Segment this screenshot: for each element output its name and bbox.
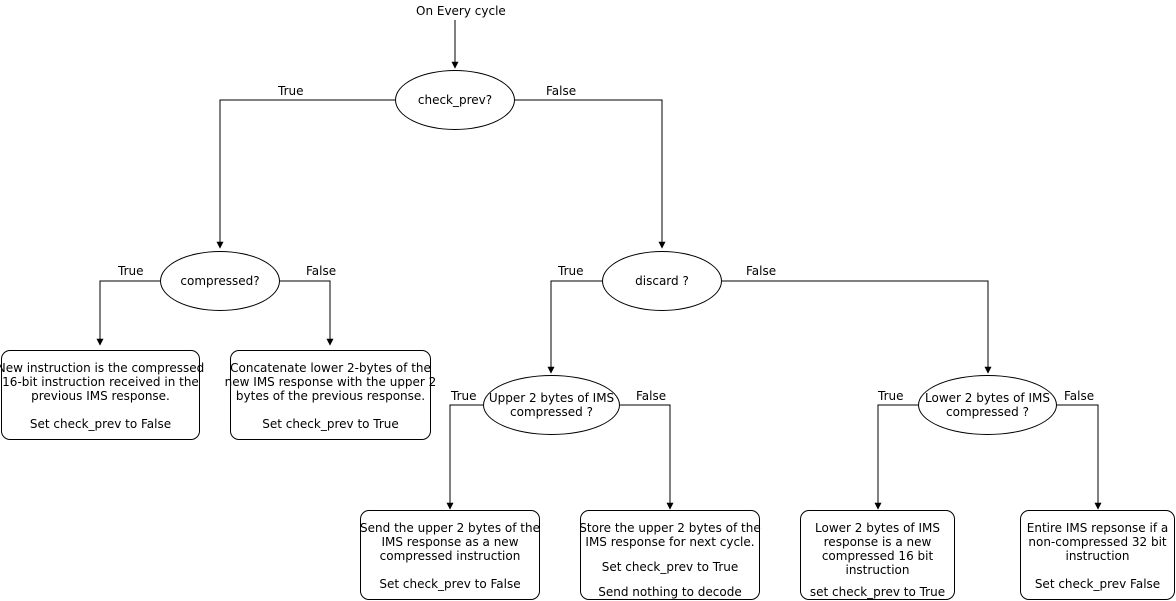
edge-compressed-true <box>96 280 160 346</box>
start-label: On Every cycle <box>416 4 506 18</box>
action-send-upper: Send the upper 2 bytes of the IMS respon… <box>360 510 540 600</box>
edge-discard-true <box>547 280 602 374</box>
action-lower-new: Lower 2 bytes of IMS response is a new c… <box>800 510 955 600</box>
action-entire-line-1: Entire IMS repsonse if a <box>1026 521 1169 535</box>
label-compressed-true: True <box>118 264 144 278</box>
label-discard-false: False <box>746 264 777 278</box>
label-upper-true: True <box>451 389 477 403</box>
decision-compressed: compressed? <box>160 251 280 311</box>
action-concatenate: Concatenate lower 2-bytes of the new IMS… <box>225 350 436 440</box>
action-store-upper-set: Set check_prev to True <box>601 560 739 574</box>
action-store-upper: Store the upper 2 bytes of the IMS respo… <box>579 510 761 600</box>
decision-compressed-text: compressed? <box>180 274 260 288</box>
label-lower-true: True <box>878 389 904 403</box>
decision-upper-compressed: Upper 2 bytes of IMS compressed ? <box>483 375 620 435</box>
edge-check-prev-true <box>216 99 395 249</box>
action-send-upper-set: Set check_prev to False <box>379 577 521 591</box>
decision-discard-text: discard ? <box>635 274 689 288</box>
action-lower-new-line-4: instruction <box>845 563 910 577</box>
action-concatenate-line-2: new IMS response with the upper 2 <box>224 375 437 389</box>
action-new-compressed-line-1: New instruction is the compressed <box>0 361 205 375</box>
label-lower-false: False <box>1064 389 1095 403</box>
label-compressed-false: False <box>306 264 337 278</box>
decision-lower-text-2: compressed ? <box>946 405 1029 419</box>
action-entire-line-3: instruction <box>1065 549 1130 563</box>
action-send-upper-line-1: Send the upper 2 bytes of the <box>360 521 540 535</box>
action-new-compressed-line-3: previous IMS response. <box>31 389 170 403</box>
action-store-upper-line-2: IMS response for next cycle. <box>585 535 755 549</box>
action-store-upper-send-nothing: Send nothing to decode <box>598 585 742 599</box>
action-concatenate-set: Set check_prev to True <box>262 417 399 431</box>
decision-lower-compressed: Lower 2 bytes of IMS compressed ? <box>918 375 1057 435</box>
decision-lower-text-1: Lower 2 bytes of IMS <box>925 391 1050 405</box>
action-concatenate-line-3: bytes of the previous response. <box>235 389 426 403</box>
action-send-upper-line-3: compressed instruction <box>379 549 521 563</box>
edge-upper-false <box>620 404 674 510</box>
decision-discard: discard ? <box>602 251 722 311</box>
action-lower-new-line-1: Lower 2 bytes of IMS <box>815 521 940 535</box>
action-new-compressed-line-2: 16-bit instruction received in the <box>2 375 199 389</box>
action-new-compressed-instruction: New instruction is the compressed 16-bit… <box>0 350 204 440</box>
action-concatenate-line-1: Concatenate lower 2-bytes of the <box>230 361 431 375</box>
action-lower-new-set: set check_prev to True <box>809 585 946 599</box>
action-send-upper-line-2: IMS response as a new <box>381 535 519 549</box>
action-store-upper-line-1: Store the upper 2 bytes of the <box>579 521 761 535</box>
label-discard-true: True <box>558 264 584 278</box>
label-upper-false: False <box>636 389 667 403</box>
label-check-prev-true: True <box>278 84 304 98</box>
action-entire-set: Set check_prev False <box>1034 577 1161 591</box>
edge-discard-false <box>722 280 992 374</box>
decision-upper-text-1: Upper 2 bytes of IMS <box>488 391 615 405</box>
decision-check-prev-text: check_prev? <box>417 93 493 107</box>
action-lower-new-line-3: compressed 16 bit <box>821 549 934 563</box>
label-check-prev-false: False <box>546 84 577 98</box>
action-new-compressed-set: Set check_prev to False <box>29 417 172 431</box>
edge-upper-true <box>446 404 483 510</box>
decision-upper-text-2: compressed ? <box>510 405 593 419</box>
action-entire-ims: Entire IMS repsonse if a non-compressed … <box>1020 510 1175 600</box>
edge-compressed-false <box>280 280 334 346</box>
edge-check-prev-false <box>515 99 666 249</box>
edge-lower-false <box>1057 404 1102 510</box>
action-lower-new-line-2: response is a new <box>823 535 932 549</box>
edge-lower-true <box>874 404 918 510</box>
decision-check-prev: check_prev? <box>395 70 515 130</box>
action-entire-line-2: non-compressed 32 bit <box>1028 535 1167 549</box>
